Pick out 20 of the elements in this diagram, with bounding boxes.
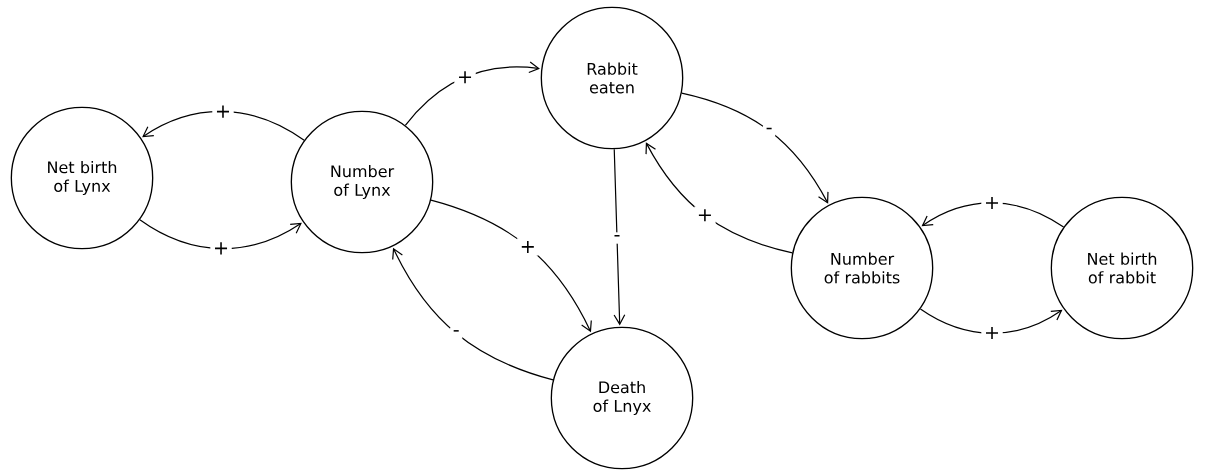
- arrow: [142, 110, 305, 141]
- edge-label: +: [694, 206, 716, 224]
- edge-label: -: [763, 125, 776, 137]
- arrow: [139, 219, 302, 250]
- arrow: [645, 142, 793, 254]
- arrow: [404, 61, 540, 126]
- edge-label: +: [517, 238, 539, 256]
- arrow: [921, 202, 1065, 228]
- arrow: [613, 148, 626, 326]
- edge-label: +: [981, 194, 1003, 212]
- arrow: [919, 308, 1063, 334]
- edge-label: -: [610, 232, 624, 244]
- arrow: [681, 92, 829, 204]
- edge-label: +: [981, 324, 1003, 342]
- arrow: [430, 199, 592, 333]
- edge-label: -: [450, 327, 463, 339]
- edge-label: +: [210, 239, 232, 258]
- edge-label: +: [212, 102, 234, 121]
- edge-label: +: [454, 68, 476, 86]
- arrow: [392, 247, 554, 381]
